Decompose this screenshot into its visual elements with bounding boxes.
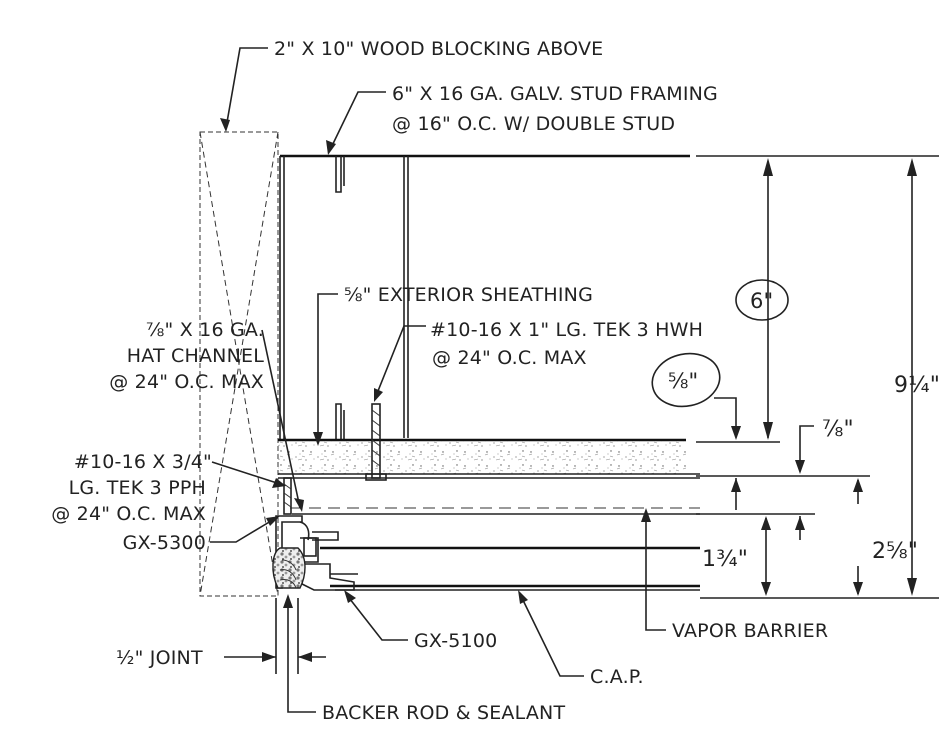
- cap-label: C.A.P.: [590, 666, 644, 688]
- dim-1-3-4: 1¾": [702, 547, 748, 572]
- stud-framing: [279, 154, 690, 440]
- vapor-barrier-label: VAPOR BARRIER: [672, 620, 828, 642]
- gx5100-extrusion: [301, 563, 358, 591]
- gx5300-label: GX-5300: [123, 532, 206, 554]
- hat-channel: [278, 477, 700, 591]
- hat-channel-label-line2: HAT CHANNEL: [127, 345, 264, 367]
- dim-6: 6": [750, 289, 773, 313]
- dim-2-5-8: 2⅝": [872, 539, 918, 564]
- tek3-hwh-label-line1: #10-16 X 1" LG. TEK 3 HWH: [430, 319, 703, 341]
- sheathing-label: ⅝" EXTERIOR SHEATHING: [344, 284, 593, 306]
- wood-blocking-label: 2" X 10" WOOD BLOCKING ABOVE: [274, 38, 603, 60]
- stud-framing-label-line2: @ 16" O.C. W/ DOUBLE STUD: [392, 113, 675, 135]
- hat-channel-label-line3: @ 24" O.C. MAX: [109, 371, 264, 393]
- tek3-pph-screw: [283, 477, 292, 515]
- tek3-hwh-label-line2: @ 24" O.C. MAX: [432, 347, 587, 369]
- stud-framing-label-line1: 6" X 16 GA. GALV. STUD FRAMING: [392, 83, 718, 105]
- dim-5-8: ⅝": [668, 369, 698, 393]
- gx5300-extrusion: [275, 515, 339, 589]
- dimensions: [651, 155, 939, 599]
- gx5100-label: GX-5100: [414, 630, 497, 652]
- dim-9-1-4: 9¼": [894, 373, 939, 398]
- tek3-pph-label-line1: #10-16 X 3/4": [74, 451, 212, 473]
- joint-label: ½" JOINT: [116, 647, 203, 669]
- tek3-hwh-screw: [365, 403, 387, 481]
- leaders: [210, 47, 666, 713]
- tek3-pph-label-line2: LG. TEK 3 PPH: [69, 477, 206, 499]
- dim-7-8: ⅞": [822, 417, 854, 442]
- wood-blocking: [199, 131, 279, 597]
- hat-channel-label-line1: ⅞" X 16 GA.: [146, 319, 264, 341]
- backer-rod-sealant: [272, 547, 306, 589]
- exterior-sheathing: [278, 438, 700, 475]
- tek3-pph-label-line3: @ 24" O.C. MAX: [51, 503, 206, 525]
- backer-rod-label: BACKER ROD & SEALANT: [322, 702, 565, 724]
